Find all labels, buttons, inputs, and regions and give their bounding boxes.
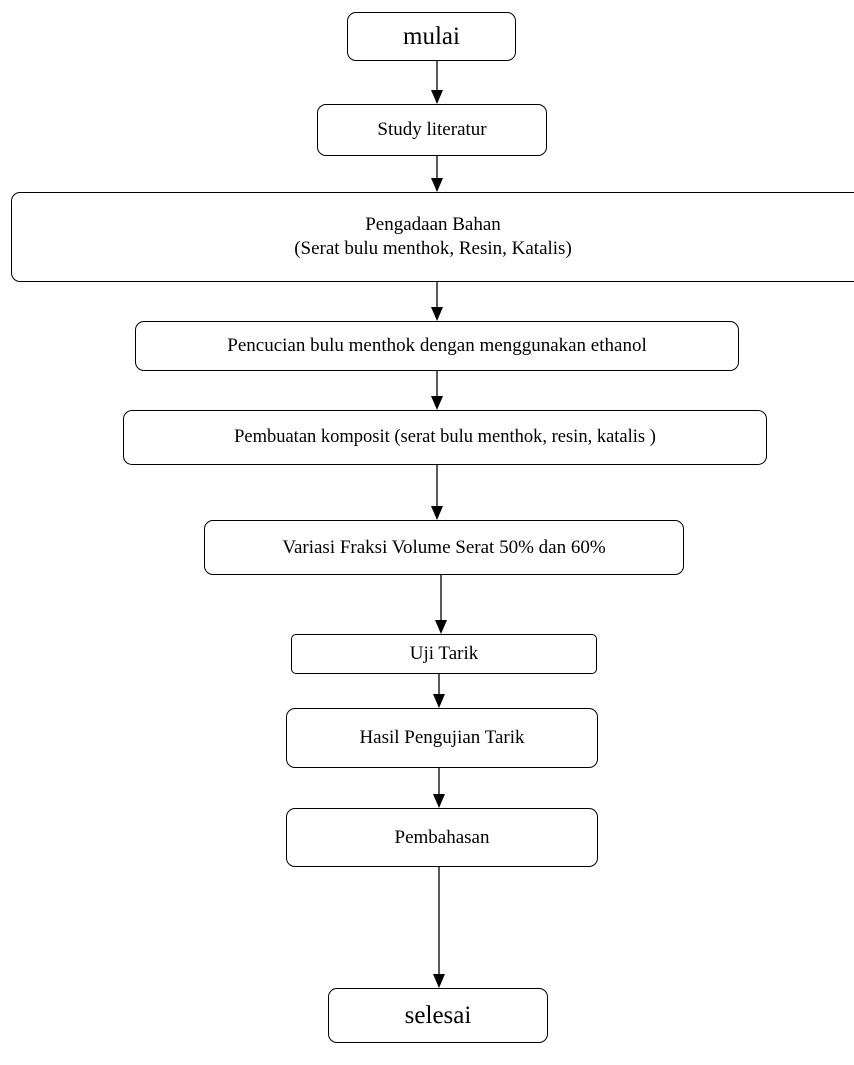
arrow-head xyxy=(431,307,443,321)
step-procurement-label-1: Pengadaan Bahan xyxy=(365,214,501,236)
arrow-connector xyxy=(433,674,445,708)
arrow-connector xyxy=(433,768,445,808)
step-end: selesai xyxy=(328,988,548,1043)
arrow-head xyxy=(431,506,443,520)
arrow-connector xyxy=(431,371,443,410)
step-washing-label: Pencucian bulu menthok dengan menggunaka… xyxy=(227,335,647,357)
arrow-head xyxy=(431,178,443,192)
arrow-connector xyxy=(431,465,443,520)
arrow-connector xyxy=(433,867,445,988)
step-composite: Pembuatan komposit (serat bulu menthok, … xyxy=(123,410,767,465)
step-start-label: mulai xyxy=(403,22,460,50)
step-tensile-test: Uji Tarik xyxy=(291,634,597,674)
step-washing: Pencucian bulu menthok dengan menggunaka… xyxy=(135,321,739,371)
arrow-head xyxy=(431,90,443,104)
arrow-head xyxy=(431,396,443,410)
step-composite-label: Pembuatan komposit (serat bulu menthok, … xyxy=(234,426,656,447)
step-test-results-label: Hasil Pengujian Tarik xyxy=(359,727,525,749)
arrow-head xyxy=(433,694,445,708)
arrow-connector xyxy=(431,61,443,104)
step-study-label: Study literatur xyxy=(377,119,487,141)
step-discussion-label: Pembahasan xyxy=(394,826,490,848)
arrow-head xyxy=(433,974,445,988)
step-end-label: selesai xyxy=(404,1001,472,1029)
step-variation-label: Variasi Fraksi Volume Serat 50% dan 60% xyxy=(282,536,606,558)
arrow-connector xyxy=(435,575,447,634)
step-variation: Variasi Fraksi Volume Serat 50% dan 60% xyxy=(204,520,684,575)
arrow-connector xyxy=(431,282,443,321)
step-study: Study literatur xyxy=(317,104,547,156)
step-procurement: Pengadaan Bahan (Serat bulu menthok, Res… xyxy=(11,192,854,282)
step-discussion: Pembahasan xyxy=(286,808,598,867)
arrow-head xyxy=(435,620,447,634)
step-tensile-test-label: Uji Tarik xyxy=(409,643,479,665)
step-start: mulai xyxy=(347,12,516,61)
step-procurement-label-2: (Serat bulu menthok, Resin, Katalis) xyxy=(294,238,572,259)
step-test-results: Hasil Pengujian Tarik xyxy=(286,708,598,768)
arrow-connector xyxy=(431,156,443,192)
arrow-head xyxy=(433,794,445,808)
